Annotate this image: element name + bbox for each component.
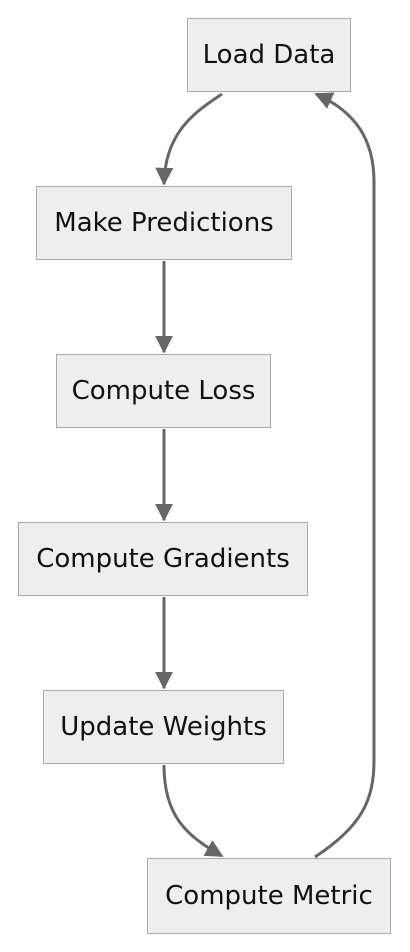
node-make-predictions: Make Predictions [36,186,292,260]
node-label: Load Data [202,40,336,70]
node-update-weights: Update Weights [43,690,284,764]
edge-weights-to-metric [162,764,224,858]
node-label: Make Predictions [54,208,274,238]
node-compute-loss: Compute Loss [56,354,271,428]
node-compute-metric: Compute Metric [147,858,391,934]
node-compute-gradients: Compute Gradients [18,522,308,596]
node-label: Compute Metric [165,881,373,911]
node-load-data: Load Data [187,18,351,92]
edge-metric-to-load [314,92,376,859]
node-label: Update Weights [60,712,267,742]
edge-load-to-predictions [155,92,223,186]
node-label: Compute Gradients [36,544,290,574]
node-label: Compute Loss [71,376,256,406]
